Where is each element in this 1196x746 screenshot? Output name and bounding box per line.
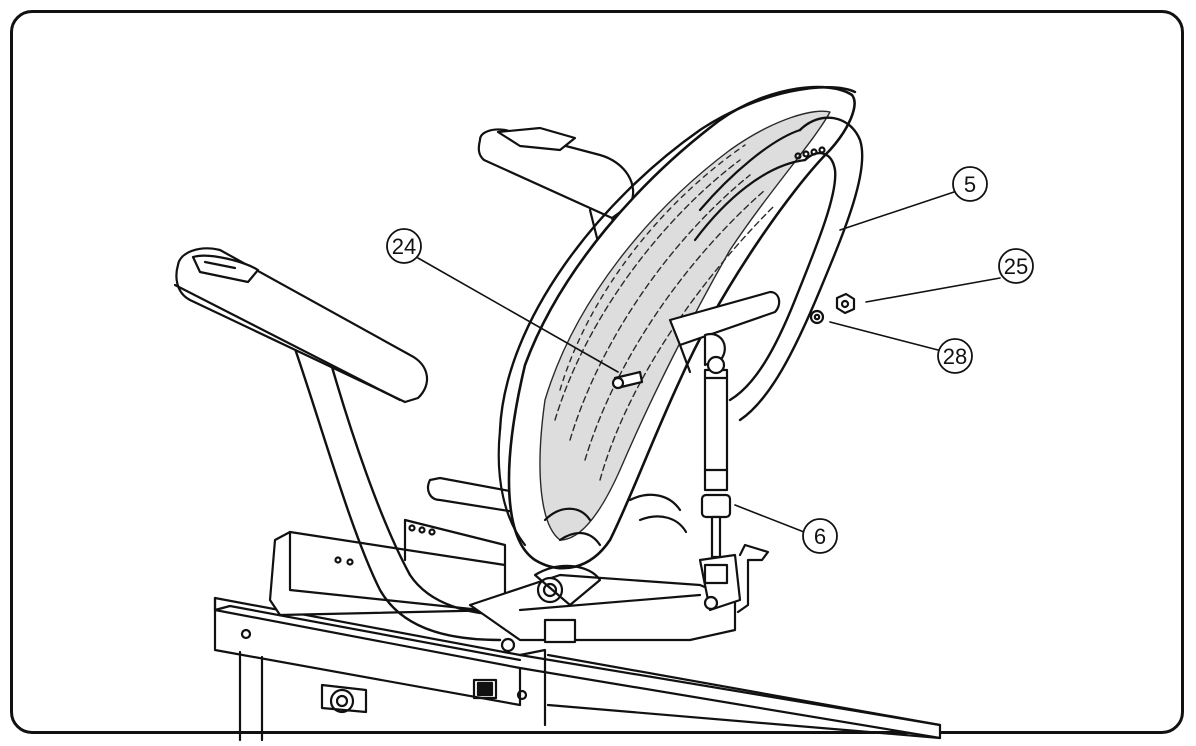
callout-24: 24 bbox=[386, 228, 422, 264]
callout-label: 28 bbox=[943, 344, 967, 369]
callout-6: 6 bbox=[802, 518, 838, 554]
diagram-frame bbox=[10, 10, 1184, 734]
seat-bracket bbox=[268, 518, 507, 617]
back-frame-tube bbox=[543, 116, 864, 547]
callout-5: 5 bbox=[952, 166, 988, 202]
base-frame bbox=[213, 596, 942, 742]
bolt-24 bbox=[611, 370, 644, 390]
nut-25 bbox=[835, 292, 856, 315]
callout-25: 25 bbox=[998, 248, 1034, 284]
leader-lines bbox=[417, 191, 1001, 533]
callout-label: 5 bbox=[964, 172, 976, 197]
left-armrest bbox=[173, 247, 512, 642]
gas-spring-6 bbox=[700, 355, 732, 559]
right-armrest bbox=[477, 126, 635, 260]
pivot-assembly bbox=[468, 543, 770, 644]
callout-28: 28 bbox=[937, 338, 973, 374]
callout-label: 24 bbox=[392, 234, 416, 259]
callout-label: 6 bbox=[814, 524, 826, 549]
callout-label: 25 bbox=[1004, 254, 1028, 279]
washer-28 bbox=[809, 309, 825, 325]
